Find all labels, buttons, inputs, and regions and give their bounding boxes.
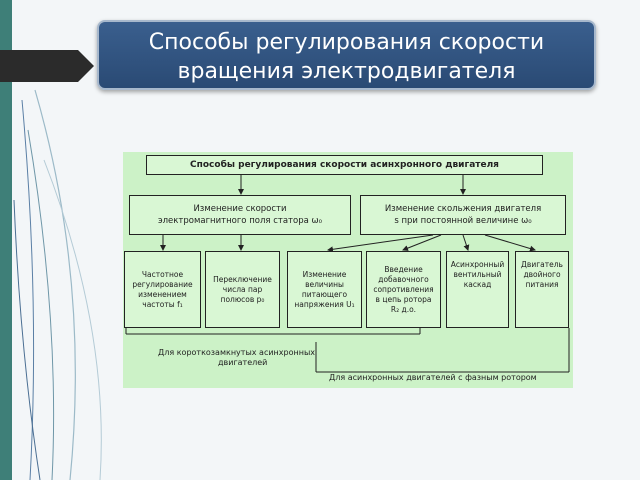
leaf-3-line-4: напряжения U₁: [294, 299, 355, 309]
branch-stator-field: Изменение скорости электромагнитного пол…: [129, 195, 351, 235]
leaf-4-line-1: Введение: [384, 264, 423, 274]
leaf-valve-cascade: Асинхронный вентильный каскад: [446, 251, 509, 328]
slide-title-line-2: вращения электродвигателя: [177, 59, 516, 84]
leaf-5-line-2: вентильный: [453, 270, 502, 279]
leaf-2-line-3: полюсов p₀: [220, 294, 265, 304]
leaf-2-line-1: Переключение: [213, 274, 272, 284]
leaf-4-line-4: в цепь ротора: [375, 294, 432, 304]
note-phase-rotor-motors: Для асинхронных двигателей с фазным рото…: [329, 373, 537, 383]
leaf-frequency-control: Частотное регулирование изменением часто…: [124, 251, 201, 328]
deco-curve-3: [34, 89, 76, 480]
leaf-1-line-1: Частотное: [141, 269, 184, 279]
leaf-6-line-3: питания: [525, 280, 559, 289]
leaf-5-line-1: Асинхронный: [450, 260, 505, 269]
leaf-double-fed-motor: Двигатель двойного питания: [515, 251, 569, 328]
diagram-connectors: [125, 165, 570, 373]
deco-curve-4: [13, 199, 41, 480]
connector-right-leaf-4: [402, 234, 442, 251]
note-short-circuit-motors: Для короткозамкнутых асинхронных двигате…: [158, 348, 315, 368]
leaf-6-line-1: Двигатель: [521, 260, 563, 269]
leaf-pole-switching: Переключение числа пар полюсов p₀: [205, 251, 280, 328]
leaf-6-line-2: двойного: [523, 270, 561, 279]
branch-slip-line-1: Изменение скольжения двигателя: [384, 204, 542, 214]
speed-control-diagram: Способы регулирования скорости асинхронн…: [123, 152, 573, 388]
branch-stator-field-line-2: электромагнитного поля статора ω₀: [157, 216, 323, 226]
leaf-3-line-3: питающего: [301, 289, 348, 299]
leaf-rotor-resistance: Введение добавочного сопротивления в цеп…: [366, 251, 441, 328]
deco-curve-1: [21, 99, 35, 480]
deco-curve-5: [43, 159, 102, 480]
leaf-2-line-2: числа пар: [222, 284, 263, 294]
deco-curve-2: [27, 129, 55, 480]
diagram-root: Способы регулирования скорости асинхронн…: [146, 155, 543, 175]
slide-title: Способы регулирования скорости вращения …: [97, 20, 596, 90]
diagram-root-label: Способы регулирования скорости асинхронн…: [190, 160, 499, 170]
leaf-3-line-1: Изменение: [302, 269, 347, 279]
leaf-voltage-change: Изменение величины питающего напряжения …: [287, 251, 362, 328]
branch-stator-field-line-1: Изменение скорости: [193, 204, 287, 214]
connector-right-leaf-5: [462, 234, 470, 251]
leaf-1-line-4: частоты f₁: [142, 299, 183, 309]
title-arrow-body: [0, 50, 78, 82]
connector-right-leaf-3: [327, 234, 434, 253]
leaf-1-line-2: регулирование: [132, 279, 193, 289]
leaf-4-line-5: R₂ д.о.: [390, 304, 417, 314]
leaf-4-line-3: сопротивления: [373, 284, 434, 294]
title-arrow-head: [78, 50, 94, 82]
slide-title-line-1: Способы регулирования скорости: [148, 30, 545, 55]
leaf-4-line-2: добавочного: [378, 274, 429, 284]
note-left-line-1: Для короткозамкнутых асинхронных: [158, 348, 315, 357]
leaf-1-line-3: изменением: [138, 289, 187, 299]
leaf-5-line-3: каскад: [463, 280, 492, 289]
note-right-label: Для асинхронных двигателей с фазным рото…: [329, 373, 537, 382]
leaf-3-line-2: величины: [305, 279, 344, 289]
left-accent-bar: [0, 0, 12, 480]
connector-right-leaf-6: [484, 234, 536, 252]
branch-slip-line-2: s при постоянной величине ω₀: [394, 216, 532, 226]
branch-slip: Изменение скольжения двигателя s при пос…: [360, 195, 566, 235]
note-left-line-2: двигателей: [218, 358, 268, 367]
